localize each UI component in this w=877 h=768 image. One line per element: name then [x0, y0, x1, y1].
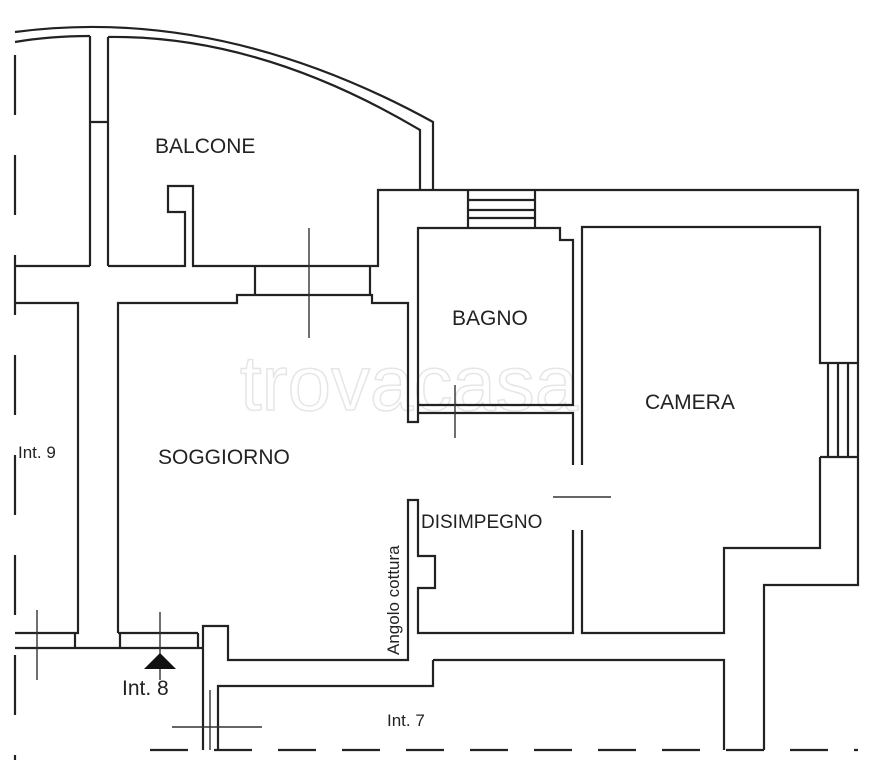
neighbor-label-int9: Int. 9 — [18, 443, 56, 462]
room-label-soggiorno: SOGGIORNO — [158, 446, 290, 469]
room-label-balcone: BALCONE — [155, 135, 255, 158]
neighbor-label-int8: Int. 8 — [122, 677, 169, 700]
entrance-arrow-icon — [144, 653, 176, 669]
room-label-angolo-cottura: Angolo cottura — [384, 545, 403, 655]
crosshair-markers — [36, 228, 611, 750]
room-label-disimpegno: DISIMPEGNO — [421, 512, 542, 533]
room-label-bagno: BAGNO — [452, 307, 528, 330]
neighbor-label-int7: Int. 7 — [387, 711, 425, 730]
room-label-camera: CAMERA — [645, 391, 735, 414]
walls — [13, 25, 860, 760]
